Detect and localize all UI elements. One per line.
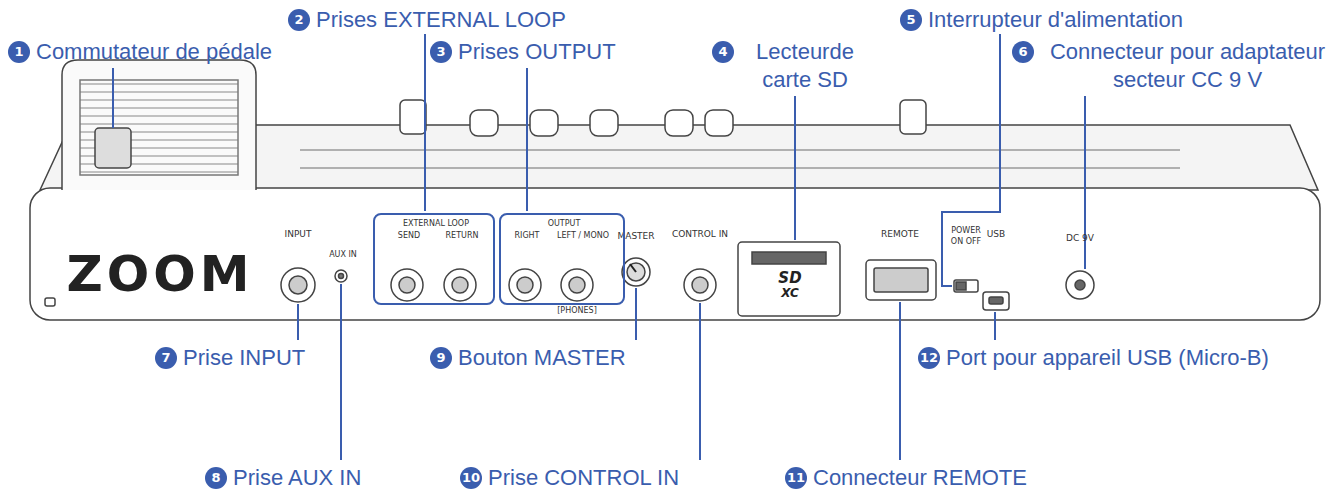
part-name: Prise INPUT [183, 344, 305, 372]
callout: 11 Connecteur REMOTE [785, 464, 1027, 492]
part-name: Prises OUTPUT [458, 38, 616, 66]
callout: 5 Interrupteur d'alimentation [900, 6, 1183, 34]
panel-label: RIGHT [514, 231, 539, 240]
callout-number: 11 [785, 467, 807, 489]
panel-label: ON OFF [951, 237, 981, 247]
callout: 12 Port pour appareil USB (Micro-B) [918, 344, 1269, 372]
callout-number: 4 [712, 41, 734, 63]
callout: 6 Connecteur pour adaptateur secteur CC 9… [1012, 38, 1335, 94]
part-name: Connecteur REMOTE [813, 464, 1027, 492]
panel-label: DC 9V [1066, 233, 1094, 244]
callout-number: 10 [460, 467, 482, 489]
part-name: Prise AUX IN [233, 464, 361, 492]
callout-number: 1 [8, 41, 30, 63]
panel-label: USB [987, 229, 1005, 240]
callout-number: 6 [1012, 41, 1034, 63]
callout-number: 12 [918, 347, 940, 369]
panel-label: INPUT [285, 229, 312, 240]
part-name: Commutateur de pédale [36, 38, 272, 66]
callout: 8 Prise AUX IN [205, 464, 361, 492]
part-name: Prise CONTROL IN [488, 464, 679, 492]
panel-label: [PHONES] [557, 306, 597, 316]
callout-number: 9 [430, 347, 452, 369]
panel-label: OUTPUT [548, 219, 581, 228]
part-name: Interrupteur d'alimentation [928, 6, 1183, 34]
highlight-box: OUTPUT RIGHT LEFT / MONO [499, 213, 625, 305]
panel-label: EXTERNAL LOOP [403, 219, 469, 228]
callout: 9 Bouton MASTER [430, 344, 626, 372]
panel-label: POWER [951, 226, 981, 236]
panel-label: XC [781, 286, 799, 300]
callout: 4 Lecteurde carte SD [712, 38, 870, 94]
highlight-box: EXTERNAL LOOP SEND RETURN [373, 213, 495, 305]
callout: 1 Commutateur de pédale [8, 38, 272, 66]
callout-number: 2 [288, 9, 310, 31]
panel-label: SD [778, 270, 801, 287]
callout: 2 Prises EXTERNAL LOOP [288, 6, 566, 34]
panel-label: RETURN [446, 231, 479, 240]
callout: 10 Prise CONTROL IN [460, 464, 679, 492]
callout-number: 7 [155, 347, 177, 369]
callout-number: 5 [900, 9, 922, 31]
panel-label: LEFT / MONO [557, 231, 609, 240]
callout: 7 Prise INPUT [155, 344, 305, 372]
part-name: Port pour appareil USB (Micro-B) [946, 344, 1269, 372]
part-name: Connecteur pour adaptateur secteur CC 9 … [1040, 38, 1335, 94]
callout-number: 3 [430, 41, 452, 63]
brand-logo: ZOOM [66, 248, 253, 300]
part-name: Prises EXTERNAL LOOP [316, 6, 566, 34]
panel-label: REMOTE [881, 229, 919, 240]
part-name: Bouton MASTER [458, 344, 626, 372]
panel-label: CONTROL IN [672, 229, 728, 240]
panel-label: AUX IN [329, 250, 357, 260]
part-name: Lecteurde carte SD [740, 38, 870, 94]
callout: 3 Prises OUTPUT [430, 38, 616, 66]
callout-number: 8 [205, 467, 227, 489]
panel-label: SEND [398, 231, 420, 240]
